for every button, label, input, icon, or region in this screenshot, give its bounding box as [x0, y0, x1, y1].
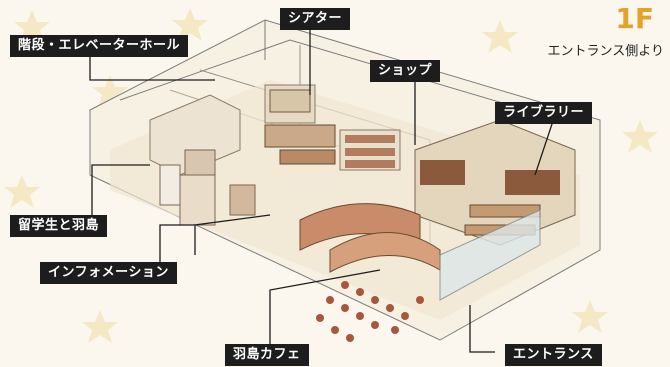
- label-entrance: エントランス: [505, 344, 602, 366]
- entrance-glass: [439, 209, 541, 301]
- label-hashima-cafe: 羽島カフェ: [225, 344, 309, 366]
- label-stairs-elevator-hall: 階段・エレベーターホール: [10, 35, 189, 57]
- floor-number: 1F: [615, 2, 654, 35]
- label-students-and-hashima: 留学生と羽島: [10, 215, 108, 237]
- leader-lines: [89, 26, 556, 353]
- label-library: ライブラリー: [495, 102, 593, 124]
- theater-area: [264, 84, 336, 165]
- students-exhibit-area: [179, 174, 256, 226]
- label-shop: ショップ: [370, 60, 441, 82]
- label-theater: シアター: [280, 8, 351, 30]
- shop-area: [339, 129, 401, 171]
- label-information: インフォメーション: [40, 262, 177, 284]
- cafe-area: [316, 232, 441, 342]
- view-direction-note: エントランス側より: [547, 44, 664, 59]
